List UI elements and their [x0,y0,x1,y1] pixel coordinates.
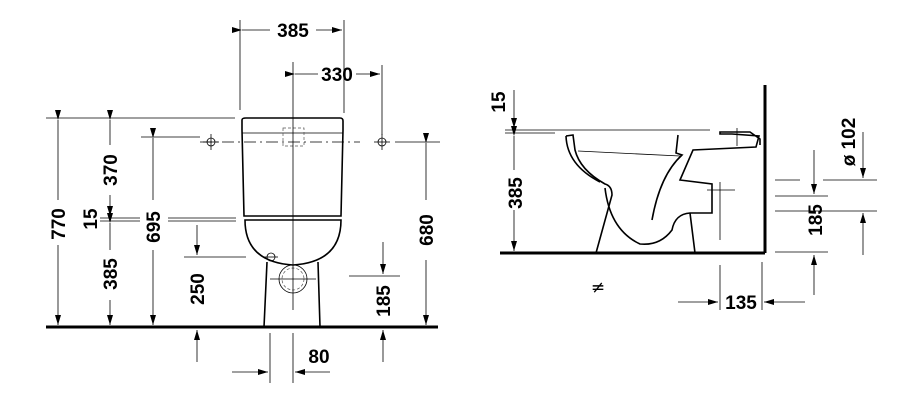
dim-wall-distance: 135 [725,293,757,314]
side-view: 15 385 ø 102 185 135 ≠ [489,85,877,314]
not-equal-symbol: ≠ [591,278,605,298]
dim-side-outlet-height: 185 [806,204,827,236]
dim-total-height: 770 [49,208,70,240]
dim-tank-height: 370 [101,154,122,186]
dim-right-fixing-height: 680 [417,214,438,246]
dim-outlet-offset: 80 [308,347,329,368]
toilet-front-outline [241,62,344,328]
fixing-hole-right [374,134,390,150]
dim-fixing-spacing: 330 [321,65,353,86]
front-view: 385 330 770 15 370 385 695 250 185 680 8… [46,20,440,383]
dim-side-bowl-height: 385 [506,177,527,209]
dim-tank-width: 385 [277,21,309,42]
dim-fixing-height: 695 [144,211,165,243]
dim-side-seat-gap: 15 [489,91,510,113]
dim-outlet-diameter: ø 102 [839,118,860,167]
dim-seat-gap: 15 [81,208,102,230]
dim-outlet-height: 185 [374,285,395,317]
toilet-side-outline [505,128,761,254]
dim-bowl-height: 385 [101,258,122,290]
dim-inlet-height: 250 [188,273,209,305]
